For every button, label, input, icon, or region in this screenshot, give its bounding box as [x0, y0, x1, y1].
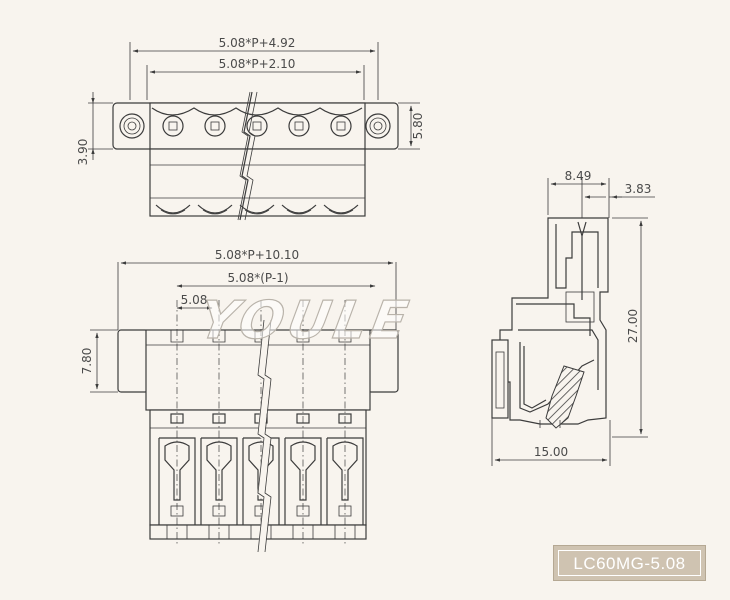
- front-pin-cell: [200, 330, 238, 540]
- dim-side-top-width: 8.49: [547, 169, 610, 218]
- side-clamp-section: [545, 365, 585, 429]
- dim-front-pin-span-label: 5.08*(P-1): [227, 271, 288, 285]
- front-break-line-2: [264, 319, 272, 553]
- dim-front-pitch: 5.08: [176, 293, 213, 310]
- top-break-line-1: [237, 91, 251, 221]
- top-bottom-contact: [323, 204, 359, 215]
- dim-side-top-width-label: 8.49: [565, 169, 592, 183]
- dim-top-flange-height: 3.90: [76, 92, 113, 165]
- side-view: 8.49 3.83 27.00 15.00: [491, 169, 655, 466]
- dim-side-top-offset-label: 3.83: [625, 182, 652, 196]
- side-spring: [519, 342, 595, 413]
- front-base: [149, 524, 367, 540]
- dim-front-overall-width-label: 5.08*P+10.10: [215, 248, 299, 262]
- front-flange-left: [117, 329, 149, 393]
- front-break-line-1: [257, 319, 265, 553]
- dim-top-body-height: 5.80: [398, 102, 425, 150]
- top-body: [149, 102, 366, 150]
- top-bottom-contact: [197, 204, 233, 215]
- dim-front-height: 7.80: [80, 329, 118, 393]
- top-lower-body: [149, 148, 366, 217]
- model-label-text: LC60MG-5.08: [558, 550, 701, 576]
- side-contact-top: [516, 303, 591, 336]
- dim-side-top-offset: 3.83: [581, 178, 655, 222]
- dim-top-overall-width: 5.08*P+4.92: [129, 36, 379, 100]
- flange-screw-right: [365, 113, 391, 139]
- dim-side-depth-label: 15.00: [534, 445, 568, 459]
- dim-top-pin-span: 5.08*P+2.10: [146, 57, 365, 100]
- top-break-gap: [239, 91, 253, 221]
- side-wire-entry: [555, 224, 599, 289]
- front-upper-body: [145, 329, 371, 411]
- top-wire-openings: [151, 107, 363, 116]
- front-pin-cell: [326, 330, 364, 540]
- dim-top-overall-width-label: 5.08*P+4.92: [219, 36, 296, 50]
- dim-front-height-label: 7.80: [80, 348, 94, 375]
- model-label-badge: LC60MG-5.08: [553, 545, 706, 581]
- top-bottom-contact: [155, 204, 191, 215]
- front-break-gap: [257, 319, 271, 553]
- dim-top-pin-span-label: 5.08*P+2.10: [219, 57, 296, 71]
- top-bottom-contact: [281, 204, 317, 215]
- front-view: 5.08*P+10.10 5.08*(P-1) 5.08 7.80: [80, 248, 399, 553]
- side-contact-right: [518, 329, 599, 390]
- dim-front-pin-span: 5.08*(P-1): [176, 271, 376, 288]
- dim-side-depth: 15.00: [491, 415, 611, 466]
- dim-top-body-height-label: 5.80: [411, 113, 425, 140]
- top-view: 5.08*P+4.92 5.08*P+2.10: [76, 36, 425, 221]
- dim-front-pitch-label: 5.08: [181, 293, 208, 307]
- dim-side-height: 27.00: [612, 217, 648, 438]
- flange-screw-left: [119, 113, 145, 139]
- dim-top-flange-height-label: 3.90: [76, 139, 90, 166]
- side-screw: [577, 221, 587, 300]
- brand-watermark: YOULE: [195, 290, 417, 351]
- top-break-line-2: [244, 91, 258, 221]
- dim-side-height-label: 27.00: [626, 309, 640, 343]
- dim-front-overall-width: 5.08*P+10.10: [117, 248, 397, 330]
